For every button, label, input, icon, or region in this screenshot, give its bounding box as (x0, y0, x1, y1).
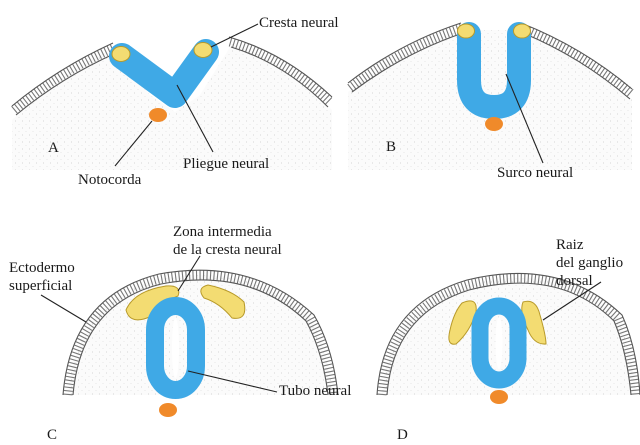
neural-crest-b-left (457, 23, 475, 39)
notochord-d (490, 390, 508, 404)
panel-letter-c: C (47, 427, 57, 443)
panel-d: Raiz del ganglio dorsal D (376, 237, 640, 443)
panel-letter-a: A (48, 140, 59, 156)
panel-c: Zona intermedia de la cresta neural Ecto… (9, 224, 351, 443)
intermediate-crest-zone-left (125, 285, 180, 321)
label-tubo-neural: Tubo neural (279, 383, 351, 399)
neural-tube-c (146, 297, 205, 399)
label-dorsal: dorsal (556, 273, 593, 289)
label-de-la-cresta-neural: de la cresta neural (173, 242, 282, 258)
label-ectodermo: Ectodermo (9, 260, 75, 276)
panel-a: Cresta neural Notocorda Pliegue neural A (11, 15, 339, 188)
label-notocorda: Notocorda (78, 172, 142, 188)
label-superficial: superficial (9, 278, 72, 294)
dorsal-root-ganglion-left (448, 300, 477, 345)
label-surco-neural: Surco neural (497, 165, 573, 181)
label-pliegue-neural: Pliegue neural (183, 156, 269, 172)
notochord-a (149, 108, 167, 122)
label-zona-intermedia: Zona intermedia (173, 224, 272, 240)
neural-tube-d (471, 297, 527, 389)
label-cresta-neural: Cresta neural (259, 15, 339, 31)
neural-crest-left (111, 46, 131, 62)
panel-letter-b: B (386, 139, 396, 155)
notochord-c (159, 403, 177, 417)
label-raiz: Raiz (556, 237, 584, 253)
panel-letter-d: D (397, 427, 408, 443)
panel-b: Surco neural B (347, 22, 635, 181)
neural-crest-b-right (513, 23, 531, 39)
notochord-b (485, 117, 503, 131)
intermediate-crest-zone-right (200, 284, 246, 319)
neural-crest-right (193, 42, 213, 58)
label-del-ganglio: del ganglio (556, 255, 623, 271)
